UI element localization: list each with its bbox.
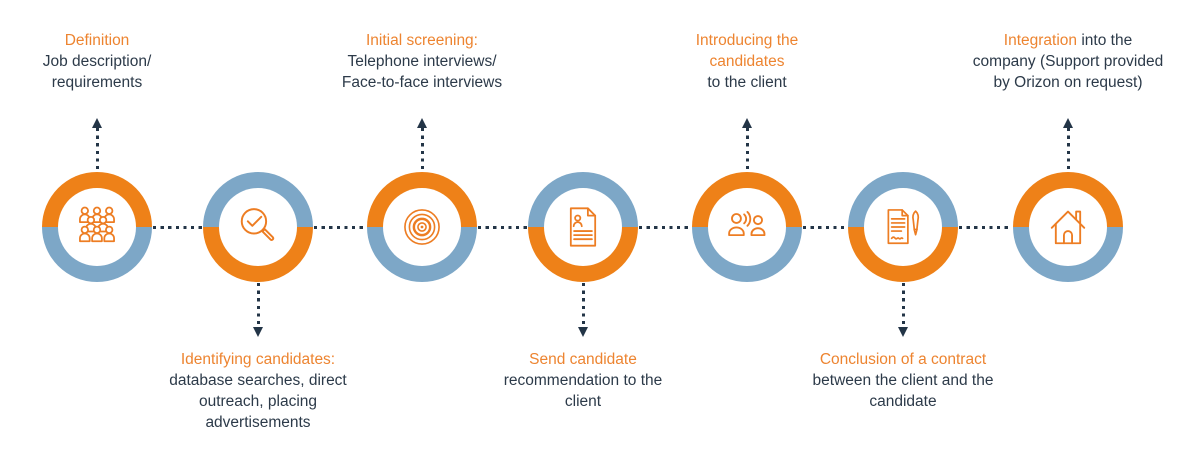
step-heading: Identifying candidates: bbox=[180, 351, 336, 368]
step-heading: Introducing the candidates bbox=[695, 32, 799, 71]
dotted-connector bbox=[803, 225, 847, 229]
step-circle-identifying-candidates bbox=[203, 172, 313, 282]
step-circle-definition bbox=[42, 172, 152, 282]
down-arrow-line bbox=[581, 283, 585, 327]
step-description: database searches, direct outreach, plac… bbox=[169, 372, 347, 432]
up-arrow-line bbox=[745, 128, 749, 172]
target-icon bbox=[396, 201, 448, 253]
step-circle-inner bbox=[864, 188, 942, 266]
down-arrowhead-icon bbox=[252, 327, 263, 337]
step-circle-integration bbox=[1013, 172, 1123, 282]
up-arrow-line bbox=[420, 128, 424, 172]
step-circle-inner bbox=[58, 188, 136, 266]
cv-document-icon bbox=[557, 201, 609, 253]
up-arrowhead-icon bbox=[416, 118, 427, 128]
house-icon bbox=[1042, 201, 1094, 253]
step-heading: Conclusion of a contract bbox=[819, 351, 987, 368]
step-label-identifying-candidates: Identifying candidates: database searche… bbox=[127, 349, 389, 433]
conversation-icon bbox=[721, 201, 773, 253]
up-arrowhead-icon bbox=[1062, 118, 1073, 128]
step-heading: Send candidate bbox=[529, 351, 637, 368]
step-description: Job description/ requirements bbox=[42, 53, 152, 92]
step-description: recommendation to the client bbox=[503, 372, 663, 411]
step-heading: Initial screening: bbox=[365, 32, 478, 49]
step-circle-send-recommendation bbox=[528, 172, 638, 282]
step-circle-inner bbox=[544, 188, 622, 266]
step-description: into the company (Support provided by Or… bbox=[972, 32, 1164, 92]
dotted-connector bbox=[959, 225, 1012, 229]
step-circle-inner bbox=[1029, 188, 1107, 266]
step-circle-inner bbox=[383, 188, 461, 266]
down-arrowhead-icon bbox=[577, 327, 588, 337]
down-arrowhead-icon bbox=[897, 327, 908, 337]
contract-pen-icon bbox=[877, 201, 929, 253]
dotted-connector bbox=[153, 225, 202, 229]
up-arrowhead-icon bbox=[741, 118, 752, 128]
step-heading: Integration bbox=[1003, 32, 1078, 49]
up-arrow-line bbox=[95, 128, 99, 172]
step-description: Telephone interviews/ Face-to-face inter… bbox=[341, 53, 503, 92]
down-arrow-line bbox=[256, 283, 260, 327]
step-label-definition: Definition Job description/ requirements bbox=[0, 30, 228, 93]
step-description: between the client and the candidate bbox=[812, 372, 994, 411]
step-label-send-recommendation: Send candidate recommendation to the cli… bbox=[452, 349, 714, 412]
down-arrow-line bbox=[901, 283, 905, 327]
dotted-connector bbox=[314, 225, 366, 229]
step-label-integration: Integration into the company (Support pr… bbox=[937, 30, 1198, 93]
up-arrow-line bbox=[1066, 128, 1070, 172]
dotted-connector bbox=[478, 225, 527, 229]
step-circle-inner bbox=[708, 188, 786, 266]
up-arrowhead-icon bbox=[91, 118, 102, 128]
step-circle-introducing-candidates bbox=[692, 172, 802, 282]
step-circle-contract-conclusion bbox=[848, 172, 958, 282]
step-heading: Definition bbox=[64, 32, 130, 49]
step-label-introducing-candidates: Introducing the candidates to the client bbox=[616, 30, 878, 93]
step-description: to the client bbox=[707, 74, 787, 92]
step-label-contract-conclusion: Conclusion of a contract between the cli… bbox=[772, 349, 1034, 412]
magnifier-check-icon bbox=[232, 201, 284, 253]
step-circle-initial-screening bbox=[367, 172, 477, 282]
dotted-connector bbox=[639, 225, 691, 229]
step-label-initial-screening: Initial screening: Telephone interviews/… bbox=[291, 30, 553, 93]
step-circle-inner bbox=[219, 188, 297, 266]
people-group-icon bbox=[71, 201, 123, 253]
